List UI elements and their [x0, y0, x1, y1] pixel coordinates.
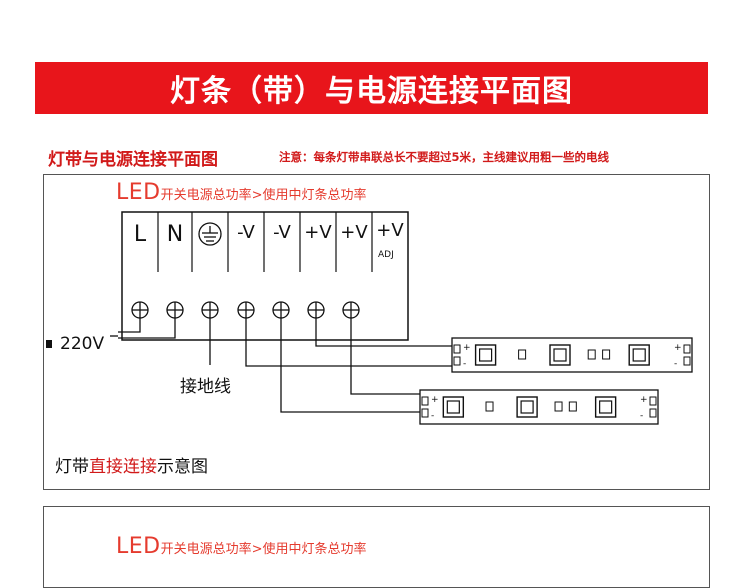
screw-terminal-icon — [131, 301, 149, 319]
led-chip-icon — [442, 396, 465, 418]
wire-n — [118, 318, 176, 339]
power-supply-body — [121, 211, 409, 341]
ground-symbol-icon — [198, 222, 222, 246]
caption-highlight: 直接连接 — [89, 457, 157, 477]
wire-pos-strip1 — [315, 318, 452, 347]
power-note-second: LED开关电源总功率>使用中灯条总功率 — [116, 534, 367, 559]
terminal-label-1: N — [166, 222, 184, 247]
led-chip-icon — [516, 396, 538, 418]
terminal-dividers — [157, 212, 373, 272]
terminal-label-0: L — [133, 222, 147, 247]
strip-polarity-mark: - — [463, 359, 466, 369]
led-strip-1: + - + - — [451, 337, 693, 373]
section-title: 灯带与电源连接平面图 — [48, 150, 218, 170]
terminal-sublabel-7: ADJ — [378, 250, 394, 260]
screw-terminal-icon — [201, 301, 219, 319]
wire-neg-strip2 — [280, 318, 420, 413]
resistor-icon — [602, 349, 611, 360]
ground-wire-label: 接地线 — [180, 377, 231, 397]
resistor-icon — [587, 349, 596, 360]
terminal-label-6: +V — [340, 222, 368, 243]
terminal-label-5: +V — [304, 222, 332, 243]
page-banner: 灯条（带）与电源连接平面图 — [35, 62, 708, 114]
led-chip-icon — [594, 396, 617, 418]
led-strip-2: + - + - — [419, 389, 659, 425]
wire-pos-strip2 — [350, 318, 420, 395]
strip-polarity-mark: - — [640, 411, 643, 421]
led-strips: + - + - + - + - — [419, 337, 693, 425]
strip-polarity-mark: - — [431, 411, 434, 421]
banner-title: 灯条（带）与电源连接平面图 — [170, 74, 573, 109]
power-note: LED开关电源总功率>使用中灯条总功率 — [116, 180, 367, 205]
diagram-caption: 灯带直接连接示意图 — [55, 452, 208, 477]
led-chip-icon — [474, 344, 497, 366]
terminal-label-4: -V — [273, 222, 291, 243]
screw-terminal-icon — [237, 301, 255, 319]
wire-l — [118, 318, 141, 333]
screw-terminal-icon — [272, 301, 290, 319]
terminal-label-7: +V — [376, 220, 404, 241]
terminal-label-3: -V — [237, 222, 255, 243]
caption-part1: 灯带 — [55, 457, 89, 477]
voltage-text: 220V — [60, 334, 105, 354]
power-note-led: LED — [116, 180, 161, 205]
caption-part3: 示意图 — [157, 457, 208, 477]
power-note-text-second: 开关电源总功率>使用中灯条总功率 — [160, 542, 367, 557]
resistor-icon — [568, 401, 577, 412]
strip-polarity-mark: - — [674, 359, 677, 369]
strip-polarity-mark: + — [674, 343, 682, 353]
wires — [110, 318, 452, 413]
screw-terminal-icon — [307, 301, 325, 319]
resistor-icon — [518, 349, 527, 360]
screw-terminal-icon — [342, 301, 360, 319]
power-note-text: 开关电源总功率>使用中灯条总功率 — [160, 188, 367, 203]
voltage-label: 220V — [52, 334, 104, 354]
power-note-led-second: LED — [116, 534, 161, 559]
strip-polarity-mark: + — [431, 395, 439, 405]
led-chip-icon — [549, 344, 571, 366]
strip-polarity-mark: + — [640, 395, 648, 405]
strip-polarity-mark: + — [463, 343, 471, 353]
wire-neg-strip1 — [245, 318, 452, 367]
resistor-icon — [485, 401, 494, 412]
section-note: 注意：每条灯带串联总长不要超过5米，主线建议用粗一些的电线 — [279, 150, 609, 164]
led-chip-icon — [628, 344, 650, 366]
power-plug-icon — [46, 340, 52, 348]
resistor-icon — [554, 401, 563, 412]
screw-terminal-icon — [166, 301, 184, 319]
